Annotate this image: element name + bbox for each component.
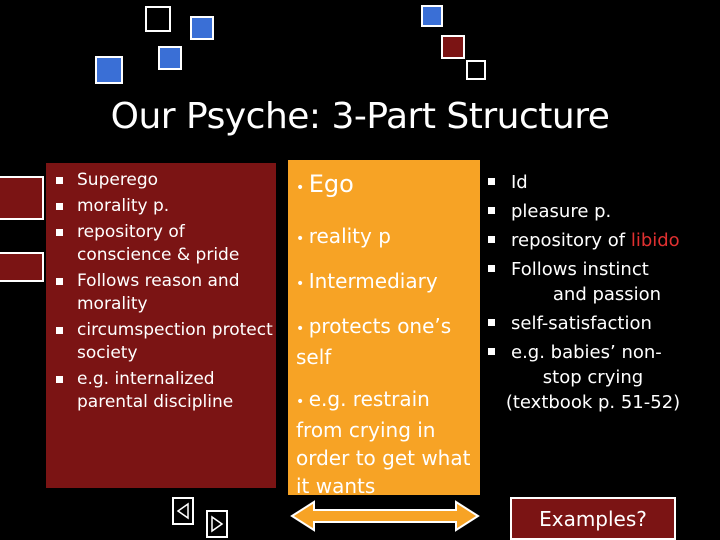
bullet-icon — [56, 203, 63, 210]
list-item: repository of libido — [488, 228, 698, 253]
bullet-icon — [488, 207, 495, 214]
decor-square — [158, 46, 182, 70]
triangle-left-icon — [176, 502, 189, 520]
slide-title: Our Psyche: 3-Part Structure — [110, 96, 610, 137]
ego-panel: • Ego • reality p • Intermediary • prote… — [288, 160, 480, 498]
list-item: Follows instinct — [488, 257, 698, 282]
decor-tab — [0, 176, 44, 220]
bullet-icon — [56, 327, 63, 334]
list-item: circumspection protect society — [56, 319, 276, 365]
libido-highlight: libido — [630, 230, 680, 251]
list-item: e.g. internalized parental discipline — [56, 368, 276, 414]
bullet-icon — [488, 348, 495, 355]
list-item: • protects one’s self — [296, 314, 452, 369]
list-item: • e.g. restrain from crying in order to … — [296, 387, 471, 498]
decor-square — [190, 16, 214, 40]
bullet-icon — [56, 376, 63, 383]
id-panel: Id pleasure p. repository of libido Foll… — [488, 170, 698, 415]
double-arrow-icon — [290, 500, 480, 532]
bullet-icon — [488, 265, 495, 272]
bullet-icon — [488, 236, 495, 243]
bullet-icon — [488, 178, 495, 185]
superego-list: Superego morality p. repository of consc… — [56, 169, 276, 414]
previous-slide-button[interactable] — [172, 497, 194, 525]
bullet-icon — [56, 229, 63, 236]
list-item: self-satisfaction — [488, 311, 698, 336]
list-item: Superego — [56, 169, 276, 192]
superego-panel: Superego morality p. repository of consc… — [46, 163, 276, 488]
bullet-icon — [56, 278, 63, 285]
continuation-text: and passion — [552, 284, 662, 305]
continuation-text: stop crying — [542, 367, 644, 388]
decor-tab — [0, 252, 44, 282]
ego-list: • Ego • reality p • Intermediary • prote… — [296, 170, 472, 500]
id-list: Id pleasure p. repository of libido Foll… — [488, 170, 698, 282]
ego-heading: • Ego — [296, 170, 354, 198]
list-item: pleasure p. — [488, 199, 698, 224]
list-item: • Intermediary — [296, 269, 438, 293]
list-item: e.g. babies’ non- — [488, 340, 698, 365]
triangle-right-icon — [211, 515, 224, 533]
decor-square — [95, 56, 123, 84]
examples-button[interactable]: Examples? — [510, 497, 676, 540]
next-slide-button[interactable] — [206, 510, 228, 538]
decor-square — [421, 5, 443, 27]
decor-square — [145, 6, 171, 32]
list-item: repository of conscience & pride — [56, 221, 276, 267]
list-item: Id — [488, 170, 698, 195]
bullet-icon — [488, 319, 495, 326]
list-item: morality p. — [56, 195, 276, 218]
textbook-reference: (textbook p. 51-52) — [505, 392, 681, 413]
list-item: Follows reason and morality — [56, 270, 276, 316]
decor-square — [441, 35, 465, 59]
list-item: • reality p — [296, 224, 391, 248]
decor-square — [466, 60, 486, 80]
bullet-icon — [56, 177, 63, 184]
